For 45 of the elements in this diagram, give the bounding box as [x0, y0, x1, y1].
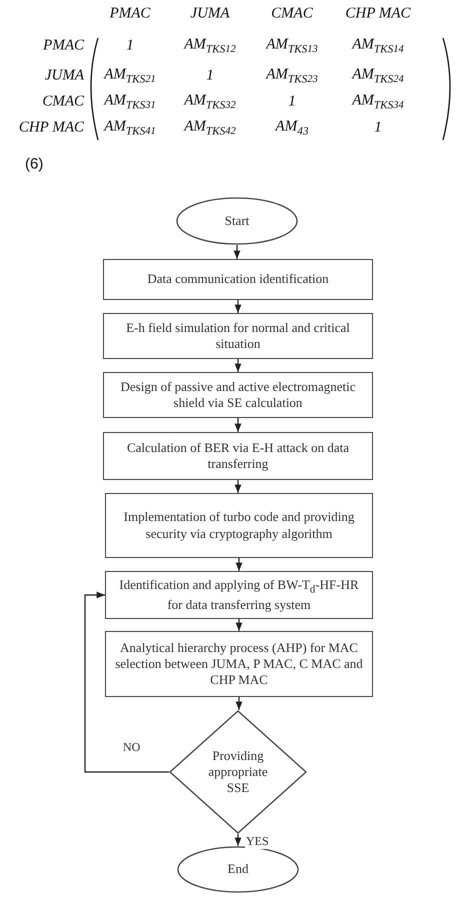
arrow [234, 418, 242, 432]
node-text: Calculation of BER via E-H attack on data transferring [126, 440, 350, 472]
terminal-ellipse [177, 846, 299, 893]
node-text: Identification and applying of BW-T$_{d}$-HF-HR for data transferring system [118, 576, 360, 614]
matrix-entry: 1 [126, 38, 134, 54]
matrix-header: JUMA [190, 6, 230, 22]
matrix-header: PMAC [110, 6, 150, 22]
matrix-entry: AM$_{43}$ [276, 118, 308, 138]
matrix-entry: 1 [374, 120, 382, 136]
arrow [236, 558, 242, 571]
matrix-entry: 1 [288, 94, 296, 110]
matrix-header: CMAC [42, 94, 84, 110]
arrow [234, 359, 242, 372]
equation-number: (6) [25, 156, 44, 172]
arrow [234, 300, 242, 313]
process-box [105, 631, 373, 697]
arrow [234, 245, 240, 259]
process-box [103, 372, 373, 418]
edge-label: YES [245, 834, 270, 849]
arrow [234, 480, 242, 493]
node-text: Implementation of turbo code and providing security via cryptography algorithm [122, 509, 356, 542]
arrow [84, 592, 169, 773]
matrix-header: CHP MAC [345, 6, 411, 22]
process-box [103, 259, 373, 300]
arrow [236, 697, 242, 710]
matrix-header: CHP MAC [18, 120, 84, 136]
node-text: Design of passive and active electromagnetic shield via SE calculation [120, 378, 356, 412]
node-text: Start [224, 212, 250, 230]
arrow [236, 619, 242, 631]
matrix-header: PMAC [43, 38, 84, 54]
decision-diamond [169, 710, 307, 834]
process-box [103, 313, 373, 359]
node-text: Analytical hierarchy process (AHP) for MAC selection between JUMA, P MAC, C MAC and CHP MAC [114, 640, 364, 688]
arrow [234, 834, 242, 846]
node-text: Providing appropriate SSE [207, 748, 269, 796]
process-box [103, 432, 373, 480]
matrix-entry: 1 [206, 68, 214, 84]
matrix-header: CMAC [271, 6, 313, 22]
node-text: End [226, 861, 250, 878]
process-box [105, 493, 373, 558]
matrix-header: JUMA [44, 68, 84, 84]
process-box [105, 571, 373, 619]
node-text: Data communication identification [146, 271, 330, 288]
node-text: E-h field simulation for normal and critical situation [125, 320, 351, 352]
terminal-ellipse [176, 197, 298, 245]
